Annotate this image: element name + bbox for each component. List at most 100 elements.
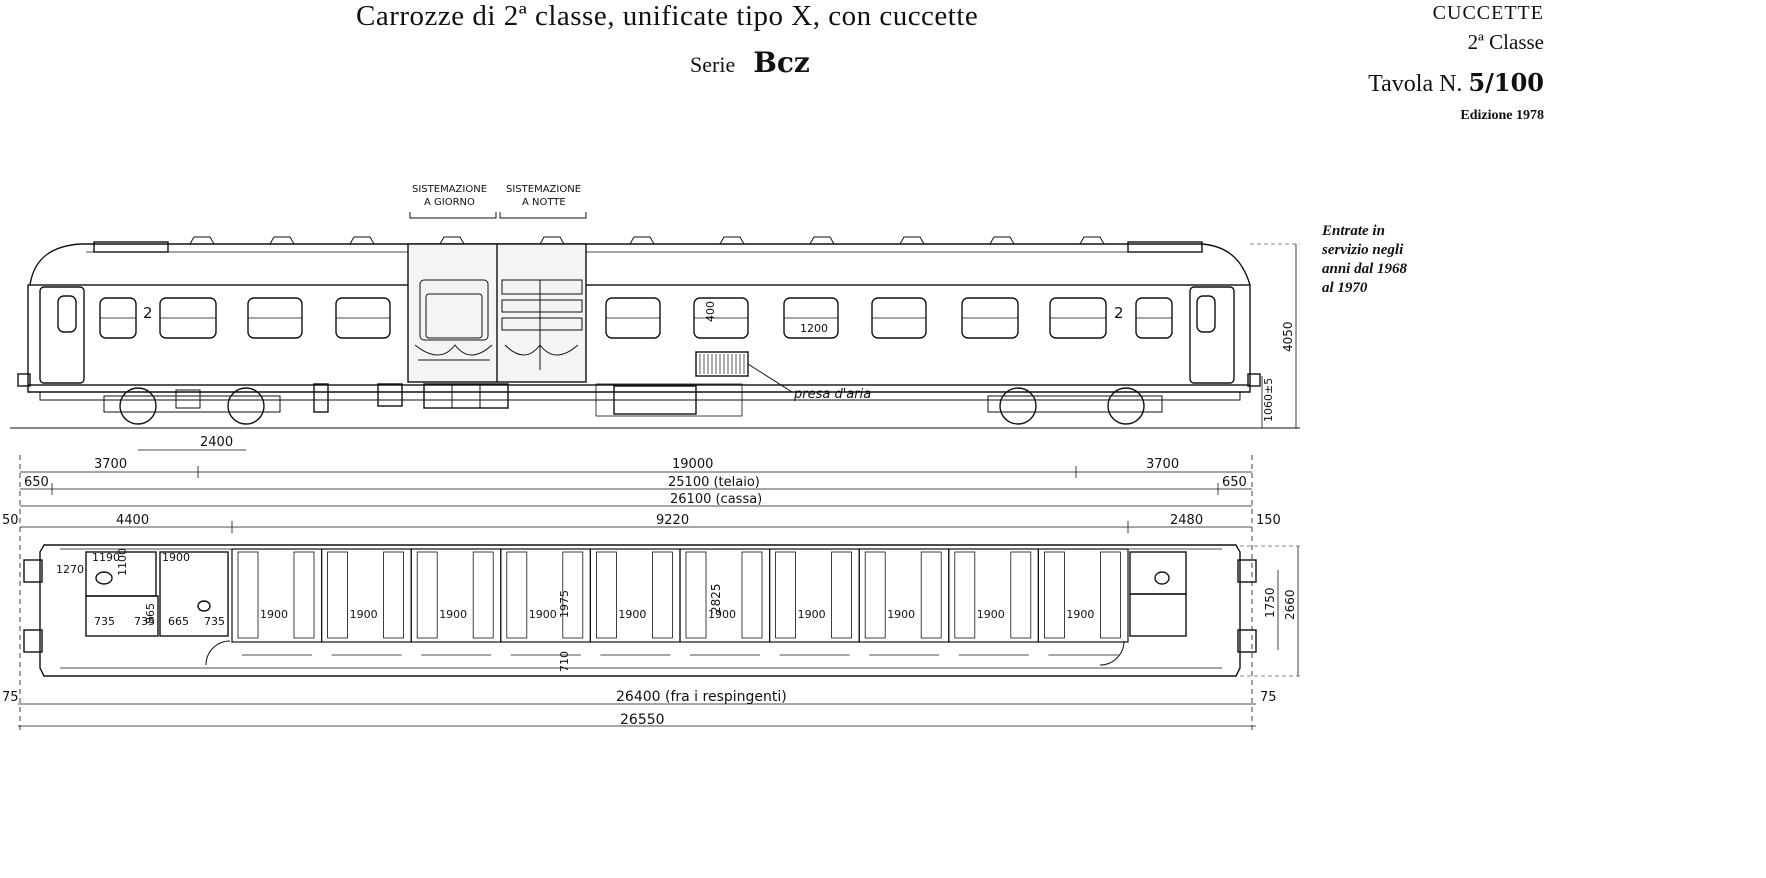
door-swing bbox=[205, 640, 231, 666]
compartment-length-label: 1900 bbox=[708, 608, 736, 621]
berth bbox=[652, 551, 673, 639]
dim-buffer-left: 75 bbox=[2, 690, 19, 705]
berth bbox=[1044, 551, 1065, 639]
end-door-left bbox=[39, 286, 85, 384]
night-arrangement-label: A NOTTE bbox=[522, 197, 566, 208]
carriage-body bbox=[27, 284, 1251, 386]
dim-overhang-right: 3700 bbox=[1146, 457, 1179, 472]
service-note-line: servizio negli bbox=[1322, 242, 1404, 258]
dim-735-b: 735 bbox=[134, 615, 155, 628]
wc-bowl bbox=[95, 571, 113, 585]
roof-vent bbox=[189, 236, 215, 245]
berth bbox=[562, 551, 584, 639]
dim-1100: 1100 bbox=[116, 548, 129, 576]
wheel bbox=[119, 387, 157, 425]
wheel bbox=[227, 387, 265, 425]
roof-vent bbox=[269, 236, 295, 245]
dim-vestibule-left: 4400 bbox=[116, 513, 149, 528]
day-bracket bbox=[409, 212, 497, 219]
washroom-right bbox=[1129, 593, 1187, 637]
compartment-length-label: 1900 bbox=[977, 608, 1005, 621]
window-width-label: 1200 bbox=[800, 322, 828, 335]
service-note-line: al 1970 bbox=[1322, 280, 1368, 296]
dim-right-margin: 150 bbox=[1256, 513, 1281, 528]
buffer-plan bbox=[1237, 629, 1257, 653]
wc-bowl bbox=[1154, 571, 1170, 585]
floor-height-label: 1060±5 bbox=[1262, 378, 1275, 422]
equipment-box bbox=[377, 383, 403, 407]
dim-over-buffers: 26400 (fra i respingenti) bbox=[616, 689, 787, 705]
night-bracket bbox=[499, 212, 587, 219]
height-label: 4050 bbox=[1281, 321, 1295, 352]
dim-buffer-right: 75 bbox=[1260, 690, 1277, 705]
day-arrangement-label: SISTEMAZIONE bbox=[412, 184, 487, 195]
side-windows bbox=[99, 297, 1173, 339]
class-label: 2ª Classe bbox=[1467, 30, 1544, 54]
dim-735-c: 735 bbox=[204, 615, 225, 628]
table-number: Tavola N. 5/100 bbox=[1368, 68, 1544, 98]
compartment bbox=[679, 548, 771, 643]
service-note-line: anni dal 1968 bbox=[1322, 261, 1408, 277]
compartment bbox=[768, 548, 860, 643]
dimension-chains bbox=[18, 455, 1256, 730]
buffer-plan bbox=[23, 629, 43, 653]
drawing-title: Carrozze di 2ª classe, unificate tipo X,… bbox=[356, 0, 979, 32]
battery-box bbox=[423, 383, 509, 409]
dim-overhang-left: 3700 bbox=[94, 457, 127, 472]
dim-compartments: 9220 bbox=[656, 513, 689, 528]
compartment bbox=[231, 548, 323, 643]
service-compartment bbox=[159, 551, 229, 637]
berth bbox=[237, 551, 259, 639]
class-mark: 2 bbox=[143, 304, 153, 322]
end-door-left-window bbox=[57, 295, 77, 333]
air-intake-label: presa d'aria bbox=[793, 387, 871, 402]
wheel bbox=[1107, 387, 1145, 425]
series-code: Bcz bbox=[753, 46, 810, 79]
dim-frame-left: 650 bbox=[24, 475, 49, 490]
dim-corridor-width: 710 bbox=[558, 651, 571, 672]
end-door-right-window bbox=[1196, 295, 1216, 333]
berth bbox=[506, 551, 528, 639]
wheel bbox=[999, 387, 1037, 425]
roof-vent bbox=[899, 236, 925, 245]
roof-vent bbox=[629, 236, 655, 245]
service-note-line: Entrate in bbox=[1322, 223, 1385, 239]
roof-vent bbox=[93, 241, 169, 253]
berth bbox=[1100, 551, 1121, 639]
berth bbox=[327, 551, 349, 639]
berth bbox=[954, 551, 976, 639]
table-value: 5/100 bbox=[1468, 68, 1544, 97]
compartment bbox=[500, 548, 591, 643]
bogie-right bbox=[987, 387, 1163, 425]
door-swing bbox=[1099, 640, 1125, 666]
compartment-length-label: 1900 bbox=[887, 608, 915, 621]
body-skirt bbox=[27, 385, 1251, 393]
category-label: CUCCETTE bbox=[1432, 2, 1544, 24]
dim-total-length: 26550 bbox=[620, 712, 665, 728]
night-arrangement-label: SISTEMAZIONE bbox=[506, 184, 581, 195]
dim-bogie-centers: 19000 bbox=[672, 457, 713, 472]
underframe bbox=[39, 392, 1241, 401]
plan-outline bbox=[39, 544, 1241, 677]
compartment-length-label: 1900 bbox=[439, 608, 467, 621]
side-elevation bbox=[10, 212, 1300, 429]
compartment bbox=[321, 548, 412, 643]
compartment bbox=[410, 548, 502, 643]
berth bbox=[741, 551, 763, 639]
series-word: Serie bbox=[690, 52, 736, 77]
roof-vent bbox=[1127, 241, 1203, 253]
dim-body-width: 2660 bbox=[1283, 589, 1297, 620]
window-height-label: 400 bbox=[704, 301, 717, 322]
washbasin bbox=[197, 600, 211, 612]
berth bbox=[775, 551, 796, 639]
edition-label: Edizione 1978 bbox=[1460, 108, 1544, 123]
compartment-length-label: 1900 bbox=[798, 608, 826, 621]
berth bbox=[864, 551, 886, 639]
dim-compartment-width: 2825 bbox=[709, 583, 723, 614]
steps-left bbox=[313, 383, 329, 413]
washroom-left bbox=[85, 595, 159, 637]
dim-berth-length: 1975 bbox=[558, 590, 571, 618]
